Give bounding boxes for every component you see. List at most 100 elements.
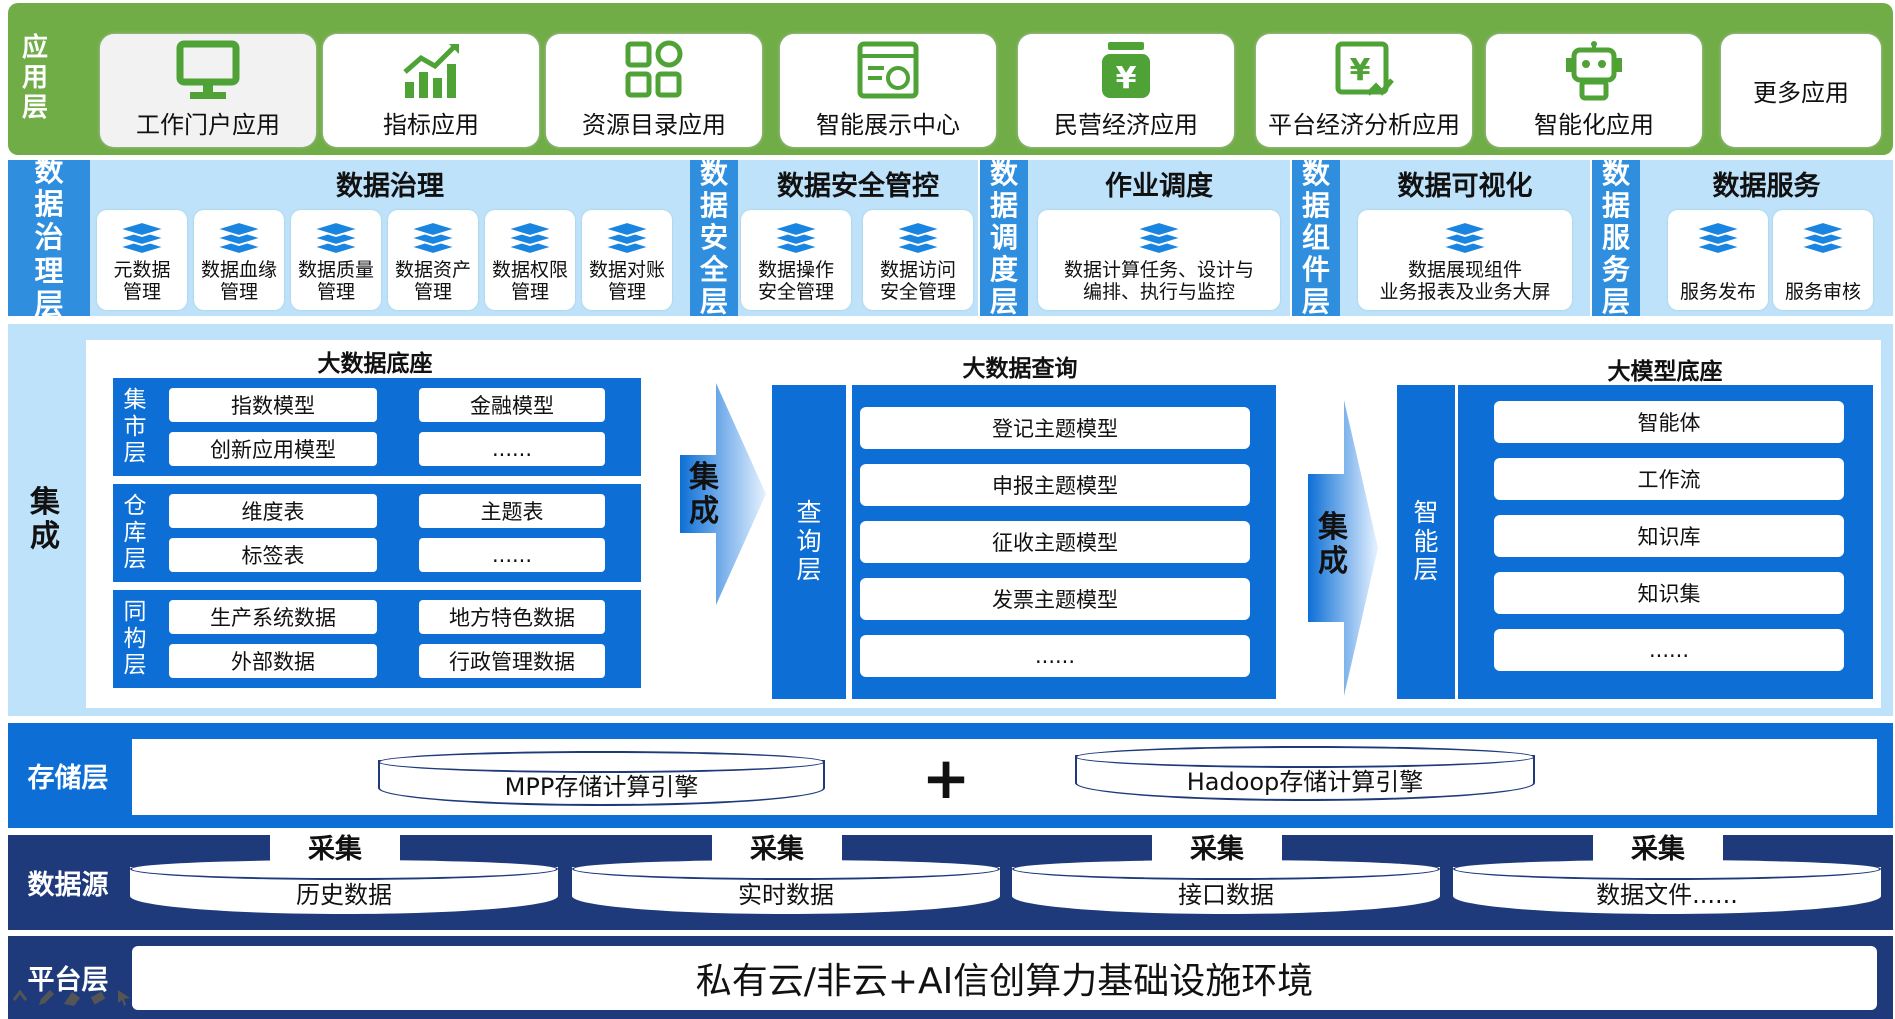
layers-stack-icon [117, 220, 167, 256]
vertical-char: 用 [21, 63, 48, 94]
app-card-label: 智能展示中心 [816, 111, 960, 139]
llm-layer-label: 智能层 [1397, 385, 1455, 699]
query-model-item: 申报主题模型 [860, 464, 1250, 506]
security-layer-label: 数据安全层 [690, 157, 738, 318]
gov-item-label: 数据对账管理 [588, 259, 665, 304]
gov-section-data-service: 数据服务 服务发布服务审核 [1640, 160, 1893, 316]
platform-layer-label: 平台层 [27, 965, 109, 996]
collect-label: 采集 [1152, 828, 1282, 865]
layers-stack-icon [1440, 220, 1490, 256]
query-model-item: 发票主题模型 [860, 578, 1250, 620]
gov-section-visualization: 数据可视化 数据展现组件业务报表及业务大屏 [1340, 160, 1590, 316]
app-card-indicators[interactable]: 指标应用 [323, 34, 539, 147]
vertical-char: 据 [1601, 188, 1630, 222]
query-model-item: 登记主题模型 [860, 407, 1250, 449]
storage-layer: 存储层 [8, 723, 1893, 828]
vertical-char: 层 [123, 440, 147, 467]
vertical-char: 层 [1413, 555, 1439, 585]
bigdata-item: 维度表 [169, 494, 377, 528]
monitor-icon [176, 40, 240, 99]
gov-item-card[interactable]: 数据权限管理 [485, 210, 575, 310]
app-card-intelligent[interactable]: 智能化应用 [1486, 34, 1702, 147]
app-layer-label: 应用层 [14, 3, 56, 155]
app-card-private-economy[interactable]: ¥ 民营经济应用 [1018, 34, 1234, 147]
bigdata-layer-box: 同构层生产系统数据地方特色数据外部数据行政管理数据 [113, 590, 641, 688]
vertical-char: 构 [123, 625, 147, 652]
gov-item-card[interactable]: 数据血缘管理 [194, 210, 284, 310]
collect-label: 采集 [270, 828, 400, 865]
eraser-icon[interactable] [88, 988, 108, 1008]
vertical-char: 层 [1301, 285, 1330, 319]
gov-item-card[interactable]: 数据访问安全管理 [863, 210, 973, 310]
bigdata-item: 生产系统数据 [169, 600, 377, 634]
robot-icon [1566, 41, 1622, 101]
component-layer-label: 数据组件层 [1292, 156, 1340, 319]
vertical-char: 市 [123, 413, 147, 440]
gov-item-card[interactable]: 服务发布 [1668, 210, 1768, 310]
gov-item-card[interactable]: 数据质量管理 [291, 210, 381, 310]
svg-text:¥: ¥ [1350, 53, 1371, 88]
hadoop-engine: Hadoop存储计算引擎 [1075, 746, 1535, 801]
app-card-resource-catalog[interactable]: 资源目录应用 [546, 34, 762, 147]
llm-item: 智能体 [1494, 401, 1844, 443]
bigdata-layer-label: 同构层 [115, 590, 155, 688]
gov-item-label: 元数据管理 [113, 259, 171, 304]
datasource-layer-label: 数据源 [27, 870, 109, 901]
yen-trend-icon: ¥ [1335, 41, 1394, 96]
gov-item-label: 数据计算任务、设计与编排、执行与监控 [1063, 259, 1254, 304]
layers-stack-icon [408, 220, 458, 256]
pointer-icon[interactable] [114, 988, 134, 1008]
vertical-char: 层 [1601, 285, 1630, 319]
vertical-char: 询 [796, 526, 822, 556]
gov-item-card[interactable]: 数据操作安全管理 [741, 210, 851, 310]
gov-section-title: 作业调度 [1105, 171, 1213, 202]
vertical-char: 层 [123, 546, 147, 573]
llm-item: ...... [1494, 629, 1844, 671]
gov-item-card[interactable]: 服务审核 [1773, 210, 1873, 310]
vertical-char: 数 [34, 153, 64, 188]
layers-stack-icon [1798, 220, 1848, 256]
app-card-smart-display[interactable]: 智能展示中心 [780, 34, 996, 147]
gov-item-card[interactable]: 数据对账管理 [582, 210, 672, 310]
app-card-more[interactable]: 更多应用 [1721, 34, 1881, 147]
vertical-char: 度 [989, 253, 1018, 287]
layers-stack-icon [602, 220, 652, 256]
gov-item-label: 数据操作安全管理 [757, 259, 834, 304]
datasource-cylinder: 数据文件...... [1453, 858, 1881, 914]
pen-icon[interactable] [36, 988, 56, 1008]
layers-stack-icon [214, 220, 264, 256]
layers-stack-icon [771, 220, 821, 256]
bigdata-layer-label: 仓库层 [115, 484, 155, 582]
gov-section-title: 数据可视化 [1397, 171, 1533, 202]
gov-item-label: 数据访问安全管理 [879, 259, 956, 304]
app-card-platform-economy[interactable]: ¥ 平台经济分析应用 [1256, 34, 1472, 147]
gov-item-label: 数据资产管理 [394, 259, 471, 304]
vertical-char: 数 [1301, 156, 1330, 190]
gov-item-card[interactable]: 数据计算任务、设计与编排、执行与监控 [1038, 210, 1280, 310]
undo-icon[interactable] [10, 988, 30, 1008]
gov-item-label: 数据血缘管理 [200, 259, 277, 304]
grid-apps-icon [625, 40, 683, 98]
gov-item-label: 服务发布 [1679, 281, 1756, 304]
vertical-char: 调 [989, 220, 1018, 254]
vertical-char: 能 [1413, 526, 1439, 556]
gov-item-card[interactable]: 元数据管理 [97, 210, 187, 310]
display-window-icon [857, 41, 919, 99]
collect-label: 采集 [712, 828, 842, 865]
vertical-char: 仓 [123, 493, 147, 520]
marker-icon[interactable] [62, 988, 82, 1008]
integrate-arrow-1 [680, 383, 766, 605]
service-layer-label: 数据服务层 [1592, 157, 1640, 319]
gov-item-card[interactable]: 数据展现组件业务报表及业务大屏 [1358, 210, 1572, 310]
app-card-work-portal[interactable]: 工作门户应用 [100, 34, 316, 147]
bigdata-layer-box: 集市层指数模型金融模型创新应用模型...... [113, 378, 641, 476]
vertical-char: 数 [989, 156, 1018, 190]
gov-item-card[interactable]: 数据资产管理 [388, 210, 478, 310]
yen-wallet-icon: ¥ [1102, 42, 1150, 98]
app-card-label: 资源目录应用 [582, 111, 726, 139]
gov-section-title: 数据安全管控 [777, 171, 939, 202]
bigdata-item: 创新应用模型 [169, 432, 377, 466]
vertical-char: 据 [989, 188, 1018, 222]
app-card-label: 更多应用 [1753, 79, 1849, 107]
plus-sign: + [921, 744, 971, 812]
